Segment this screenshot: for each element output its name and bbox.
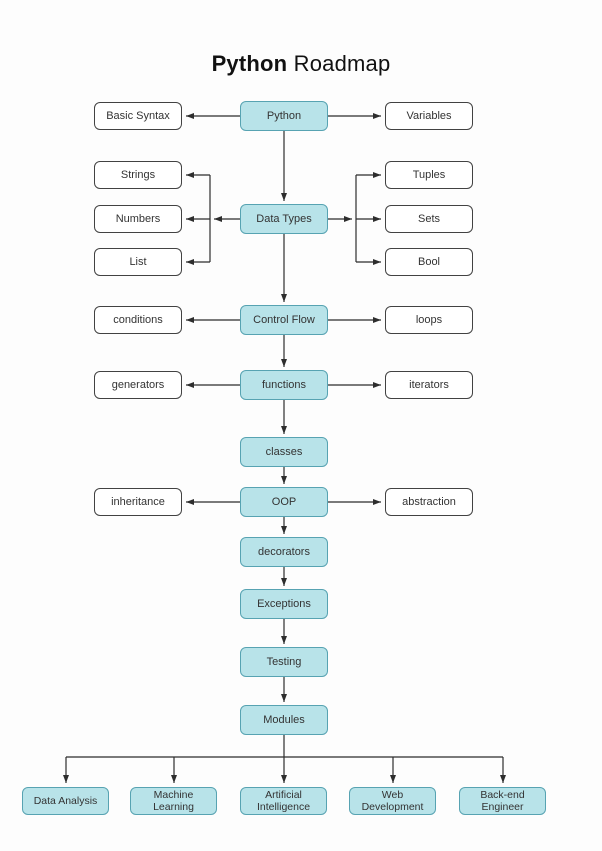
node-control-flow: Control Flow <box>240 305 328 335</box>
node-data-analysis: Data Analysis <box>22 787 109 815</box>
node-list: List <box>94 248 182 276</box>
node-machine-learning: Machine Learning <box>130 787 217 815</box>
node-data-types: Data Types <box>240 204 328 234</box>
page-title: Python Roadmap <box>0 51 602 77</box>
node-inheritance: inheritance <box>94 488 182 516</box>
node-decorators: decorators <box>240 537 328 567</box>
node-functions: functions <box>240 370 328 400</box>
node-tuples: Tuples <box>385 161 473 189</box>
node-exceptions: Exceptions <box>240 589 328 619</box>
node-artificial-intelligence: Artificial Intelligence <box>240 787 327 815</box>
title-regular-part: Roadmap <box>287 51 391 76</box>
node-conditions: conditions <box>94 306 182 334</box>
node-classes: classes <box>240 437 328 467</box>
node-iterators: iterators <box>385 371 473 399</box>
node-backend-engineer: Back-end Engineer <box>459 787 546 815</box>
node-bool: Bool <box>385 248 473 276</box>
node-testing: Testing <box>240 647 328 677</box>
title-bold-part: Python <box>211 51 288 76</box>
node-numbers: Numbers <box>94 205 182 233</box>
node-basic-syntax: Basic Syntax <box>94 102 182 130</box>
node-python: Python <box>240 101 328 131</box>
node-sets: Sets <box>385 205 473 233</box>
node-abstraction: abstraction <box>385 488 473 516</box>
node-oop: OOP <box>240 487 328 517</box>
node-modules: Modules <box>240 705 328 735</box>
node-variables: Variables <box>385 102 473 130</box>
node-web-development: Web Development <box>349 787 436 815</box>
node-strings: Strings <box>94 161 182 189</box>
node-generators: generators <box>94 371 182 399</box>
node-loops: loops <box>385 306 473 334</box>
